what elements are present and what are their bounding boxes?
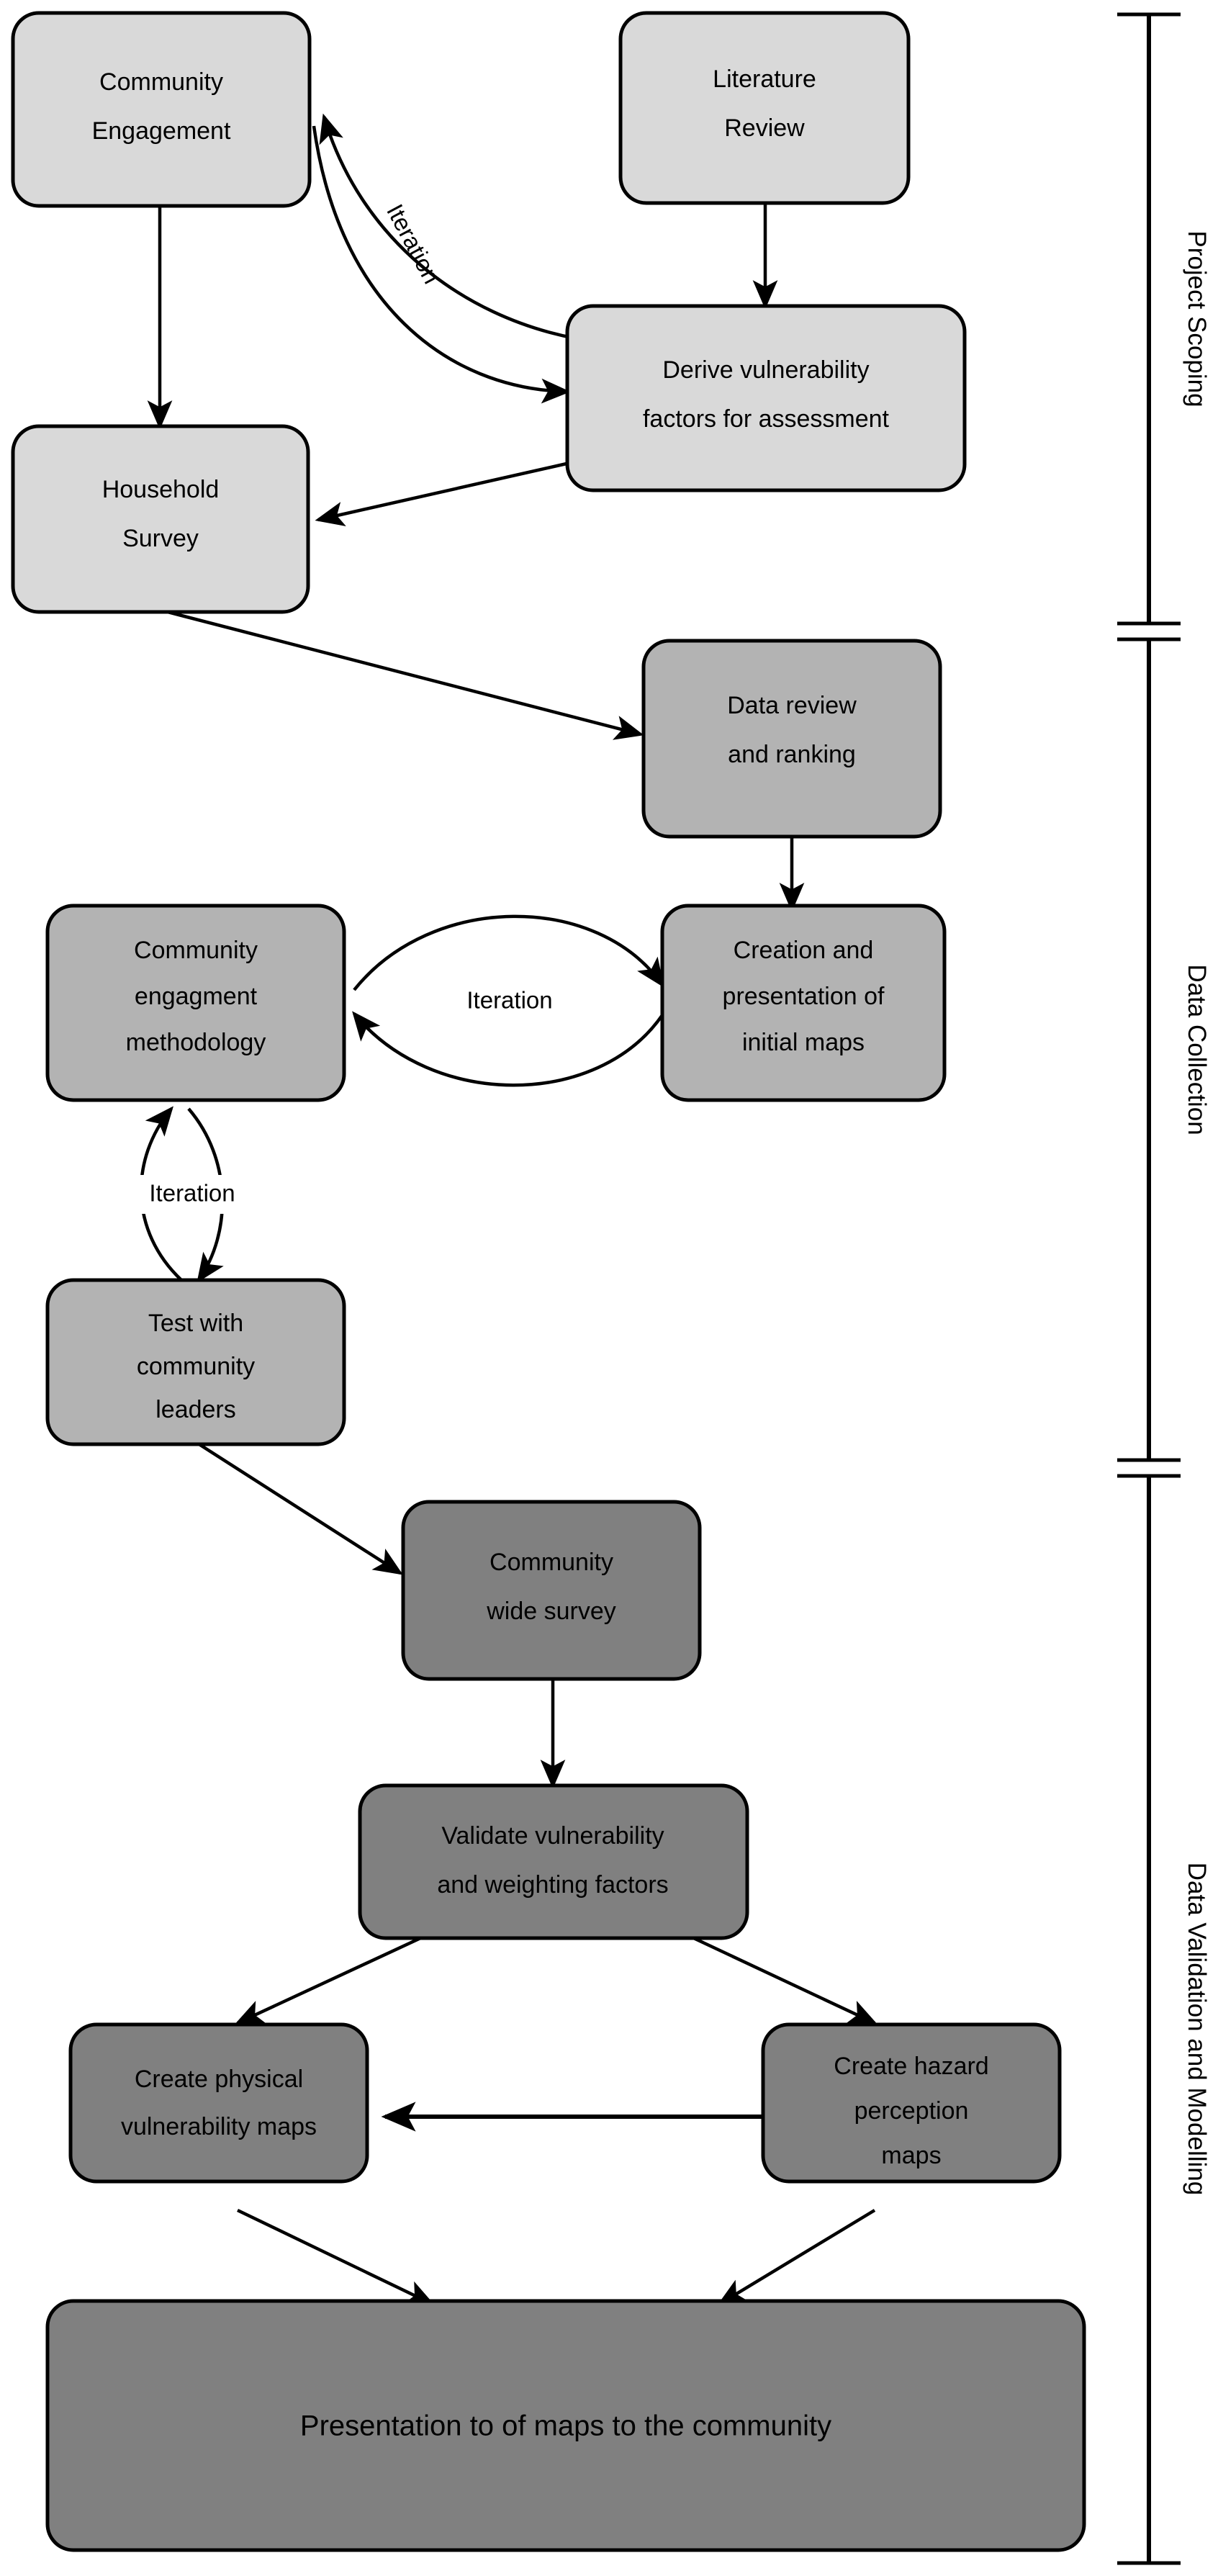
node-derive-vulnerability-factors-shape[interactable] [565,304,967,492]
node-household-survey-shape[interactable] [11,424,310,614]
edge-label-iteration-methodology-leaders-text: Iteration [149,1180,235,1207]
bracket-data-collection: Data Collection [1117,637,1211,1462]
node-household-survey[interactable]: Household Survey [11,424,310,614]
node-community-engagement-shape[interactable] [11,11,312,208]
edge-leaders-to-widesurvey [197,1442,403,1575]
node-create-physical-vulnerability-maps-shape[interactable] [68,2022,369,2184]
node-household-survey-line1: Household [102,476,220,503]
node-literature-review-line1: Literature [713,66,816,93]
bracket-data-collection-label: Data Collection [1183,964,1211,1135]
node-validate-vulnerability-weighting-line2: and weighting factors [437,1871,668,1899]
bracket-data-validation-label: Data Validation and Modelling [1183,1863,1211,2195]
node-data-review-ranking-line2: and ranking [728,741,856,768]
node-presentation-of-maps-label: Presentation to of maps to the community [300,2410,831,2442]
node-community-engagment-methodology-shape[interactable] [45,904,346,1102]
bracket-project-scoping-label: Project Scoping [1183,230,1211,407]
node-derive-vulnerability-factors[interactable]: Derive vulnerability factors for assessm… [565,304,967,492]
node-community-engagment-methodology-line1: Community [134,937,258,964]
node-presentation-of-maps[interactable]: Presentation to of maps to the community [45,2299,1086,2552]
edge-label-iteration-scoping: Iteration [382,199,446,288]
edge-derive-to-engagement [319,113,577,341]
edge-label-iteration-methodology-maps: Iteration [432,981,587,1021]
node-presentation-of-maps-shape[interactable] [45,2299,1086,2552]
node-create-physical-vulnerability-maps-line2: vulnerability maps [121,2113,317,2140]
edge-creation-to-methodology [352,1011,664,1087]
node-test-with-community-leaders-line2: community [137,1353,255,1380]
node-derive-vulnerability-factors-line2: factors for assessment [643,405,890,433]
node-validate-vulnerability-weighting-shape[interactable] [358,1783,749,1940]
node-community-engagement-line1: Community [99,68,223,96]
edge-label-iteration-methodology-maps-text: Iteration [466,987,552,1014]
edge-hazardmaps-to-presentation [717,2209,876,2306]
node-validate-vulnerability-weighting[interactable]: Validate vulnerability and weighting fac… [358,1783,749,1940]
edge-label-iteration-methodology-maps-bg [432,981,587,1021]
node-data-review-ranking[interactable]: Data review and ranking [641,639,942,839]
node-derive-vulnerability-factors-line1: Derive vulnerability [662,356,869,384]
node-data-review-ranking-line1: Data review [727,692,857,719]
node-create-hazard-perception-maps-line1: Create hazard [834,2053,988,2080]
node-test-with-community-leaders[interactable]: Test with community leaders [45,1278,346,1446]
node-community-wide-survey-line1: Community [490,1549,613,1576]
node-create-hazard-perception-maps-line2: perception [854,2097,969,2125]
edge-derive-to-household [315,461,567,527]
edge-label-iteration-scoping-text: Iteration [382,199,446,288]
edge-validate-to-physicalmaps [234,1927,440,2025]
edge-engagement-to-derive [312,125,571,404]
edge-validate-to-hazardmaps [675,1927,878,2025]
edge-methodology-to-creation [353,914,664,991]
node-community-wide-survey-shape[interactable] [401,1500,702,1681]
node-community-engagment-methodology[interactable]: Community engagment methodology [45,904,346,1102]
node-create-hazard-perception-maps-line3: maps [881,2142,941,2169]
edge-physicalmaps-to-presentation [237,2208,436,2306]
node-community-engagement[interactable]: Community Engagement [11,11,312,208]
node-test-with-community-leaders-line1: Test with [148,1310,243,1337]
node-test-with-community-leaders-shape[interactable] [45,1278,346,1446]
edge-household-to-datareview [161,608,644,740]
node-creation-presentation-initial-maps-shape[interactable] [660,904,947,1102]
edge-label-iteration-methodology-leaders: Iteration [124,1175,261,1214]
node-creation-presentation-initial-maps[interactable]: Creation and presentation of initial map… [660,904,947,1102]
bracket-data-validation: Data Validation and Modelling [1117,1474,1211,2565]
node-community-engagement-line2: Engagement [92,117,231,145]
node-community-engagment-methodology-line2: engagment [135,983,258,1010]
edge-label-iteration-methodology-leaders-bg [124,1175,261,1214]
bracket-project-scoping: Project Scoping [1117,12,1211,626]
node-create-physical-vulnerability-maps-line1: Create physical [135,2066,303,2093]
node-creation-presentation-initial-maps-line1: Creation and [734,937,874,964]
node-community-wide-survey-line2: wide survey [486,1598,616,1625]
node-community-engagment-methodology-line3: methodology [126,1029,266,1056]
node-literature-review-line2: Review [724,114,805,142]
node-community-wide-survey[interactable]: Community wide survey [401,1500,702,1681]
node-literature-review-shape[interactable] [618,11,911,205]
node-household-survey-line2: Survey [122,525,199,552]
node-validate-vulnerability-weighting-line1: Validate vulnerability [441,1822,664,1850]
node-create-hazard-perception-maps-shape[interactable] [761,2022,1062,2184]
node-test-with-community-leaders-line3: leaders [155,1396,236,1423]
node-literature-review[interactable]: Literature Review [618,11,911,205]
node-creation-presentation-initial-maps-line2: presentation of [723,983,885,1010]
node-create-physical-vulnerability-maps[interactable]: Create physical vulnerability maps [68,2022,369,2184]
node-data-review-ranking-shape[interactable] [641,639,942,839]
node-create-hazard-perception-maps[interactable]: Create hazard perception maps [761,2022,1062,2184]
node-creation-presentation-initial-maps-line3: initial maps [742,1029,865,1056]
